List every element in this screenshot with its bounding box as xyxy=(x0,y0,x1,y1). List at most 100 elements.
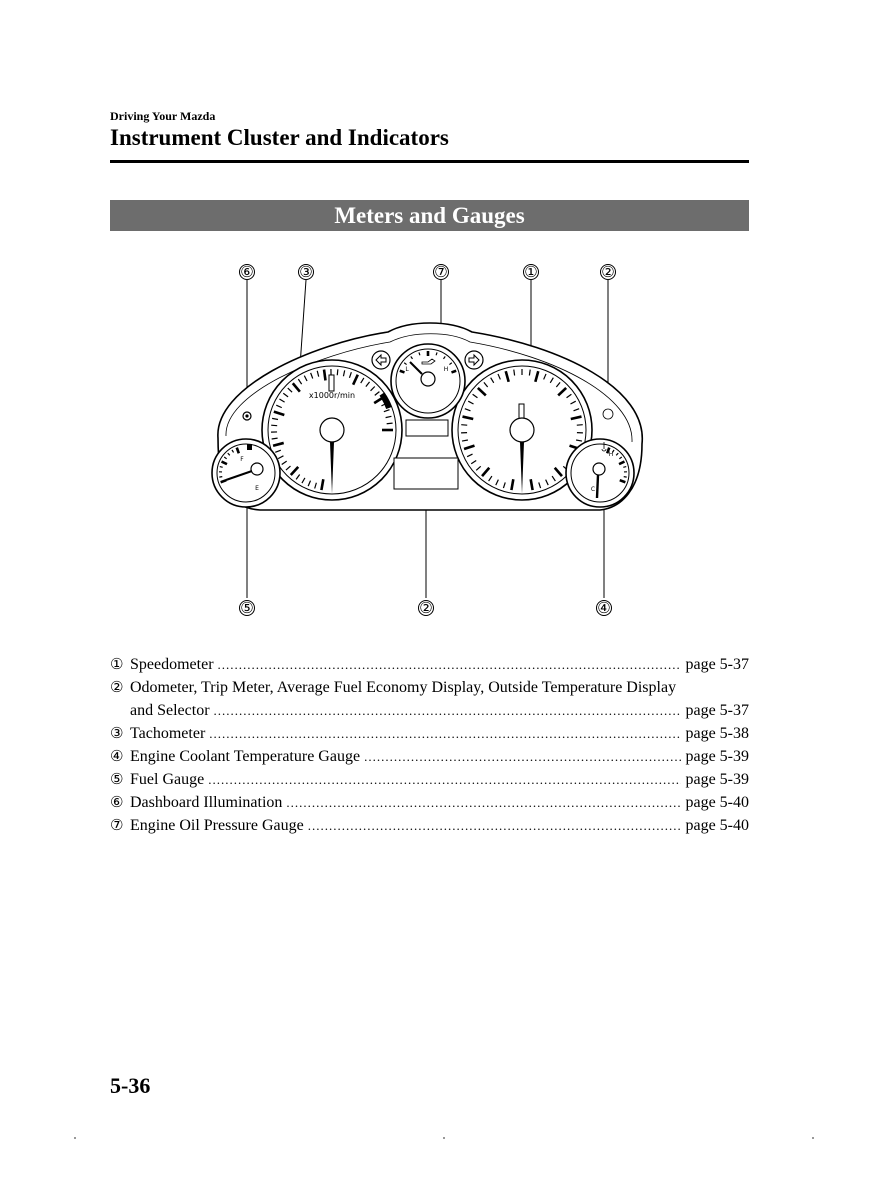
dial-tick xyxy=(235,447,241,454)
dial-tick xyxy=(310,372,314,379)
legend-item: ② Odometer, Trip Meter, Average Fuel Eco… xyxy=(110,676,749,722)
dial-tick xyxy=(529,479,534,491)
dial-tick xyxy=(619,478,626,484)
dial-tick xyxy=(277,455,284,460)
crop-mark xyxy=(74,1137,76,1139)
dial-tick xyxy=(281,460,288,466)
speedometer xyxy=(451,359,593,501)
dial-tick xyxy=(618,460,626,466)
left-turn-signal-icon xyxy=(371,350,391,370)
crop-mark xyxy=(812,1137,814,1139)
dial-tick xyxy=(543,373,547,380)
legend-item-label: Fuel Gauge xyxy=(130,771,205,788)
dial-tick xyxy=(528,369,531,376)
fuel-full-label: F xyxy=(240,456,244,463)
dial-tick xyxy=(502,482,506,489)
dial-tick xyxy=(534,370,540,383)
legend-item: ⑥ Dashboard Illumination page 5-40 xyxy=(110,791,749,814)
legend-item-page: page 5-37 xyxy=(685,702,749,719)
dial-tick xyxy=(223,456,228,460)
dial-tick xyxy=(295,474,301,480)
dial-tick xyxy=(322,369,327,381)
dial-tick xyxy=(545,479,549,486)
dial-tick xyxy=(410,356,414,360)
dial-tick xyxy=(549,377,554,384)
dial-tick xyxy=(566,393,572,399)
dial-tick xyxy=(442,356,446,360)
dial-tick xyxy=(495,479,499,486)
oil-low-label: L xyxy=(405,366,409,373)
leader-dots xyxy=(209,722,681,745)
legend-item-number: ① xyxy=(110,655,124,673)
leader-dots xyxy=(214,699,682,722)
dial-tick xyxy=(451,369,457,374)
dial-tick xyxy=(461,424,468,426)
dial-tick xyxy=(287,387,293,393)
dial-tick xyxy=(275,449,282,453)
dial-tick xyxy=(553,466,563,477)
legend-item-label: Tachometer xyxy=(130,725,206,742)
legend-item-label: Engine Oil Pressure Gauge xyxy=(130,817,304,834)
fuel-empty-label: E xyxy=(255,485,259,492)
legend-list: ① Speedometer page 5-37 ② Odometer, Trip… xyxy=(110,653,749,837)
oil-can-icon xyxy=(421,358,436,365)
dial-tick xyxy=(573,408,580,412)
dial-tick xyxy=(336,369,339,376)
dial-tick xyxy=(383,409,390,413)
dial-tick xyxy=(435,352,438,356)
dial-tick xyxy=(555,381,561,388)
tachometer-unit-label: x1000r/min xyxy=(309,391,355,400)
leader-dots xyxy=(364,745,681,768)
dial-tick xyxy=(220,460,228,466)
selector-display xyxy=(405,419,449,437)
callout-2-bottom: ② xyxy=(419,599,432,617)
tachometer: x1000r/min xyxy=(261,359,403,501)
dial-tick xyxy=(464,408,471,412)
legend-item-number: ⑥ xyxy=(110,793,124,811)
instrument-cluster-figure: x1000r/min L H xyxy=(200,258,660,628)
callout-4-bottom: ④ xyxy=(597,599,610,617)
dial-tick xyxy=(370,386,376,392)
dial-tick xyxy=(570,415,582,421)
dial-tick xyxy=(623,465,627,468)
legend-item-label: Dashboard Illumination xyxy=(130,794,283,811)
callout-6-top: ⑥ xyxy=(240,263,253,281)
dial-tick xyxy=(575,439,583,442)
legend-item: ④ Engine Coolant Temperature Gauge page … xyxy=(110,745,749,768)
dial-tick xyxy=(481,466,491,477)
dial-tick xyxy=(490,377,495,384)
dial-tick xyxy=(557,386,568,397)
dial-tick xyxy=(289,465,300,476)
dial-tick xyxy=(475,465,482,471)
temp-cold-label: C xyxy=(591,486,595,493)
dial-tick xyxy=(399,369,405,374)
dial-tick xyxy=(403,362,407,366)
dial-tick xyxy=(551,475,556,482)
legend-item-page: page 5-38 xyxy=(685,725,749,742)
legend-item-page: page 5-40 xyxy=(685,817,749,834)
fuel-pump-icon xyxy=(247,444,252,450)
dial-tick xyxy=(463,444,475,451)
title-rule xyxy=(110,160,749,163)
legend-item-number: ⑦ xyxy=(110,816,124,834)
dial-tick xyxy=(297,378,303,385)
dial-tick xyxy=(316,370,320,377)
dial-tick xyxy=(461,439,469,442)
dial-tick xyxy=(348,371,352,379)
dial-tick xyxy=(467,400,474,405)
coolant-temperature-gauge: H C xyxy=(565,438,635,508)
callout-7-top: ⑦ xyxy=(434,263,447,281)
dial-tick xyxy=(605,447,611,454)
section-banner: Meters and Gauges xyxy=(110,200,749,231)
callout-3-top: ③ xyxy=(299,263,312,281)
dial-tick xyxy=(320,479,325,491)
dial-tick xyxy=(351,374,359,386)
dial-tick xyxy=(276,404,282,409)
dial-tick xyxy=(576,424,583,426)
section-label: Driving Your Mazda xyxy=(110,109,216,123)
dial-tick xyxy=(470,459,477,465)
dial-tick xyxy=(510,479,515,491)
dial-tick xyxy=(386,422,393,425)
dial-tick xyxy=(449,362,453,366)
dial-tick xyxy=(483,381,489,388)
